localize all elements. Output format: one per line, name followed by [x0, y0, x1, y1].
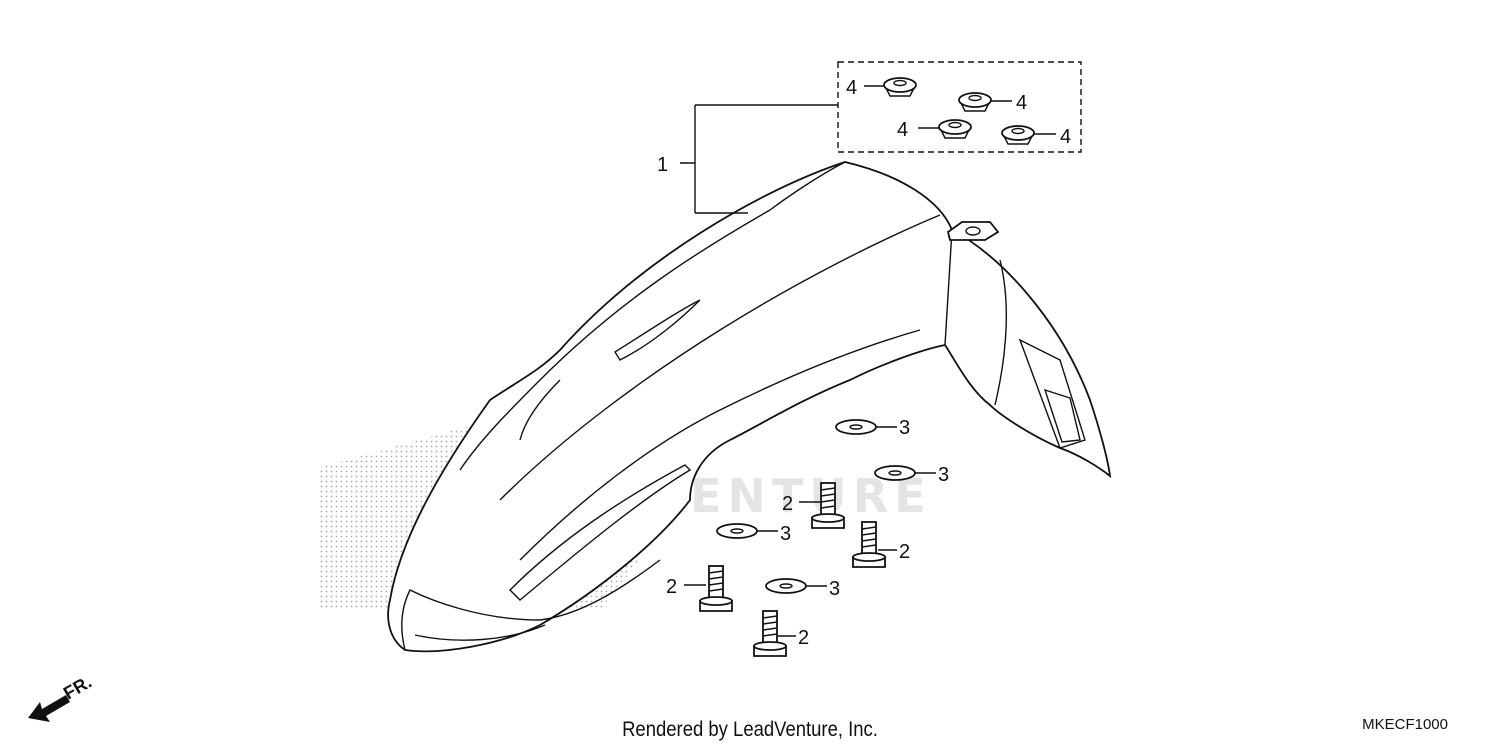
washer-1: [835, 419, 877, 435]
grommet-2: [958, 92, 992, 112]
bolt-parts: [684, 482, 897, 657]
grommet-3: [938, 119, 972, 139]
direction-arrow-icon: [28, 695, 70, 722]
callout-3-a: 3: [899, 417, 910, 439]
callout-3-c: 3: [780, 523, 791, 545]
callout-1: 1: [657, 154, 668, 176]
washer-4: [765, 578, 807, 594]
callout-4-a: 4: [846, 77, 857, 99]
callout-2-a: 2: [782, 493, 793, 515]
callout-2-d: 2: [798, 627, 809, 649]
callout-3-d: 3: [829, 578, 840, 600]
washer-2: [874, 465, 916, 481]
callout-4-d: 4: [1060, 126, 1071, 148]
diagram-code: MKECF1000: [1362, 716, 1448, 733]
callout-4-c: 4: [897, 119, 908, 141]
footer-credit: Rendered by LeadVenture, Inc.: [622, 718, 878, 741]
callout-1-leader: [680, 61, 1082, 214]
grommet-4: [1001, 125, 1035, 145]
callout-3-b: 3: [938, 464, 949, 486]
bolt-2: [852, 521, 886, 568]
callout-4-b: 4: [1016, 92, 1027, 114]
bolt-4: [753, 610, 787, 657]
callout-2-b: 2: [899, 541, 910, 563]
grommet-1: [883, 77, 917, 97]
grommet-parts: [864, 77, 1056, 145]
washer-3: [716, 523, 758, 539]
washer-parts: [716, 419, 936, 594]
front-fender: [387, 161, 1112, 653]
bolt-3: [699, 565, 733, 612]
callout-2-c: 2: [666, 576, 677, 598]
bolt-1: [811, 482, 845, 529]
